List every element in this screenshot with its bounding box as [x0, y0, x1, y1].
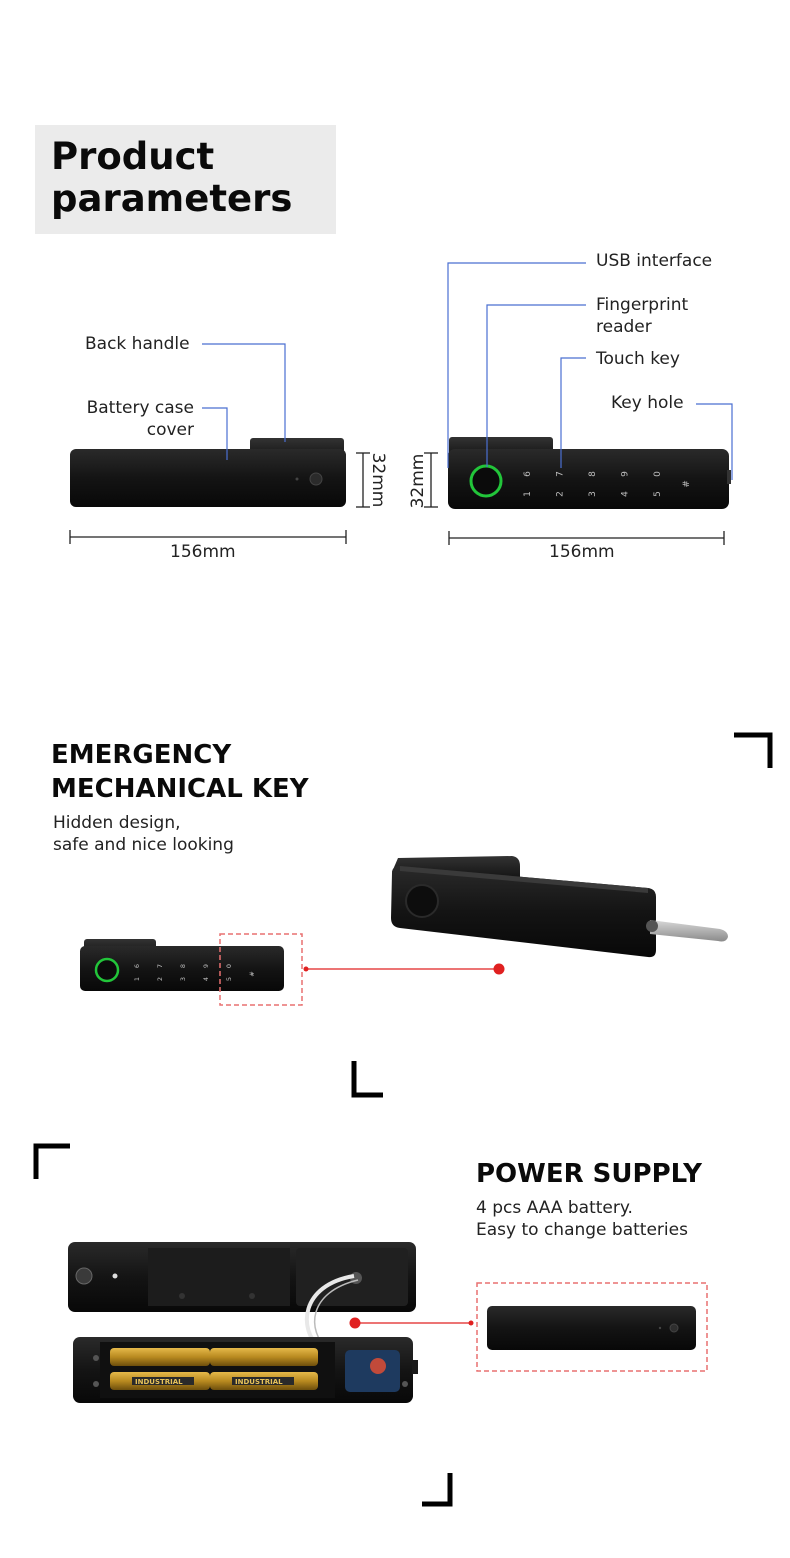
emergency-key-title-line2: MECHANICAL KEY: [51, 774, 309, 804]
keypad-key-hash: #: [682, 480, 692, 488]
small-fingerprint-icon: [94, 957, 120, 983]
closed-lock-back: [487, 1306, 696, 1350]
corner-bracket-top-right: [734, 732, 773, 768]
corner-bracket-top-left: [33, 1143, 70, 1179]
dimension-length-front: 156mm: [549, 542, 615, 562]
emergency-lock-perspective: [391, 856, 728, 958]
keypad-key-8: 8: [588, 471, 598, 477]
back-body-shape: [70, 449, 346, 507]
label-key-hole: Key hole: [611, 393, 684, 413]
perspective-fingerprint-icon: [405, 884, 439, 918]
front-leader-lines: [447, 262, 733, 480]
label-back-handle: Back handle: [85, 334, 190, 354]
corner-bracket-bottom-right: [422, 1473, 453, 1507]
keypad-key-4: 4: [621, 491, 631, 497]
front-dimensions: [424, 452, 725, 545]
page-title-line1: Product: [51, 135, 215, 178]
page-title-line2: parameters: [51, 177, 293, 220]
front-body-shape: [448, 449, 729, 509]
leader-usb: [447, 262, 586, 468]
keypad-key-2: 2: [156, 977, 164, 981]
keypad-key-7: 7: [556, 471, 566, 477]
label-fingerprint-line2: reader: [596, 317, 652, 337]
keypad-key-8: 8: [179, 964, 187, 968]
fingerprint-reader-icon: [469, 464, 503, 498]
page-title: Product parameters: [51, 136, 292, 220]
highlight-box-keyhole: [219, 933, 303, 1006]
label-battery-cover-line2: cover: [146, 420, 194, 440]
keypad-key-4: 4: [202, 977, 210, 981]
emergency-key-title: EMERGENCY MECHANICAL KEY: [51, 738, 309, 806]
dimension-length-back: 156mm: [170, 542, 236, 562]
keypad-key-6: 6: [523, 471, 533, 477]
power-supply-subtitle: 4 pcs AAA battery. Easy to change batter…: [476, 1197, 688, 1241]
power-supply-subtitle-line1: 4 pcs AAA battery.: [476, 1198, 633, 1218]
keypad-key-3: 3: [588, 491, 598, 497]
label-fingerprint-line1: Fingerprint: [596, 295, 689, 315]
keypad-key-9: 9: [621, 471, 631, 477]
power-supply-title: POWER SUPPLY: [476, 1159, 702, 1189]
opened-battery-case: INDUSTRIAL INDUSTRIAL: [73, 1337, 418, 1403]
small-keypad: 6 7 8 9 0 1 2 3 4 5 #: [133, 964, 256, 981]
keypad-key-hash: #: [248, 971, 256, 976]
label-battery-cover: Battery case cover: [70, 397, 194, 441]
keypad-key-6: 6: [133, 964, 141, 968]
keypad-key-1: 1: [523, 491, 533, 497]
leader-touch-key: [560, 357, 586, 468]
battery-brand-text-2: INDUSTRIAL: [235, 1378, 283, 1386]
power-supply-subtitle-line2: Easy to change batteries: [476, 1220, 688, 1240]
leader-key-hole: [696, 403, 733, 480]
keypad-key-1: 1: [133, 977, 141, 981]
keypad-key-9: 9: [202, 964, 210, 968]
front-view-lock: 6 7 8 9 0 1 2 3 4 5 #: [448, 437, 731, 509]
emergency-key-subtitle-line1: Hidden design,: [53, 813, 181, 833]
back-view-lock: [70, 438, 346, 507]
emergency-small-lock: 6 7 8 9 0 1 2 3 4 5 #: [80, 939, 284, 991]
emergency-key-title-line1: EMERGENCY: [51, 740, 232, 770]
dimension-height-back: 32mm: [368, 452, 388, 508]
back-leader-lines: [202, 343, 286, 460]
keypad-key-7: 7: [156, 964, 164, 968]
label-touch-key: Touch key: [596, 349, 680, 369]
battery-brand-text-1: INDUSTRIAL: [135, 1378, 183, 1386]
back-screw-icon: [309, 472, 323, 486]
pointer-dot-battery: [349, 1317, 361, 1329]
keypad-key-3: 3: [179, 977, 187, 981]
emergency-key-subtitle-line2: safe and nice looking: [53, 835, 234, 855]
keypad-key-0: 0: [225, 964, 233, 968]
keypad-key-5: 5: [653, 491, 663, 497]
label-usb-interface: USB interface: [596, 251, 713, 271]
leader-back-handle: [202, 343, 286, 442]
title-background: [35, 125, 336, 234]
leader-fingerprint: [486, 304, 586, 467]
label-battery-cover-line1: Battery case: [86, 398, 194, 418]
pointer-dot-key: [493, 963, 505, 975]
battery-1: [110, 1348, 210, 1366]
mechanical-key-icon: [650, 920, 728, 942]
key-hole-shape: [727, 470, 731, 484]
back-dot: [295, 477, 299, 481]
leader-battery-cover: [202, 407, 228, 460]
front-keypad: 6 7 8 9 0 1 2 3 4 5 #: [523, 471, 692, 497]
dimension-height-front: 32mm: [408, 453, 428, 509]
keypad-key-2: 2: [556, 491, 566, 497]
keypad-key-0: 0: [653, 471, 663, 477]
back-dimensions: [69, 452, 370, 544]
emergency-key-subtitle: Hidden design, safe and nice looking: [53, 812, 234, 856]
label-fingerprint: Fingerprint reader: [596, 294, 688, 338]
battery-2: [210, 1348, 318, 1366]
keypad-key-5: 5: [225, 977, 233, 981]
highlight-box-battery: [476, 1282, 708, 1372]
corner-bracket-bottom-left: [351, 1061, 383, 1098]
opened-lock-cover: [68, 1242, 416, 1312]
